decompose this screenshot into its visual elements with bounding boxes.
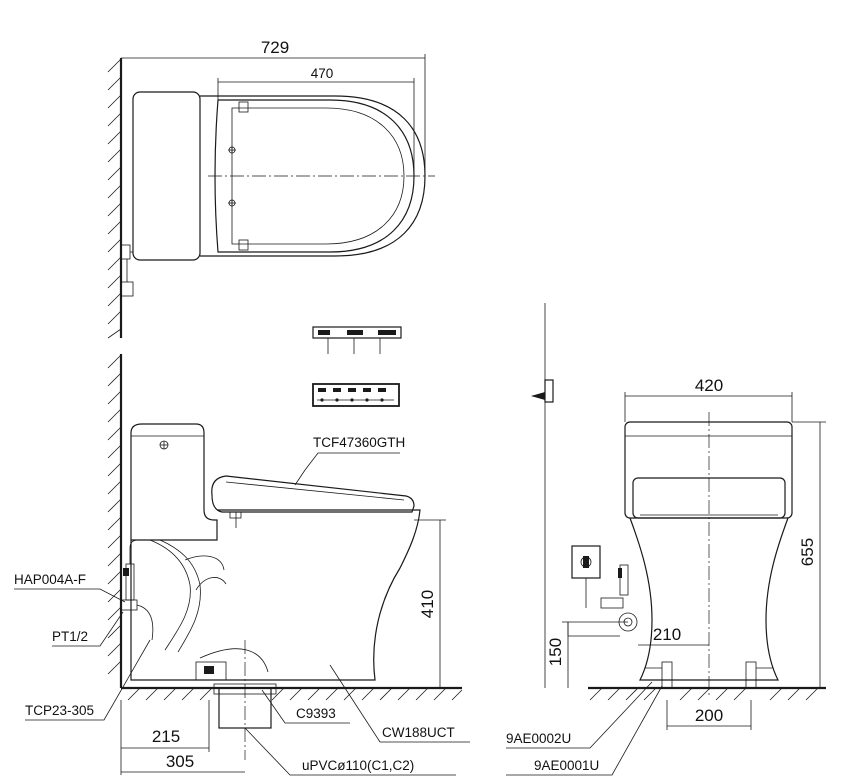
label-pipe: uPVCø110(C1,C2) xyxy=(302,758,414,773)
side-floor-hatch xyxy=(127,687,463,701)
label-bolt-a: 9AE0002U xyxy=(506,731,571,746)
dim-420: 420 xyxy=(695,376,723,395)
front-bolt-right xyxy=(745,661,757,689)
front-view: 420 655 150 210 200 9AE0002U 9AE0001U xyxy=(506,303,826,776)
dim-729: 729 xyxy=(261,38,289,57)
top-view: 729 470 xyxy=(107,38,435,354)
label-hose: TCP23-305 xyxy=(25,703,94,718)
dim-215: 215 xyxy=(152,727,180,746)
side-wall-hatch xyxy=(107,354,122,675)
label-seat: TCF47360GTH xyxy=(313,435,405,450)
top-wall-hatch xyxy=(107,58,122,339)
label-bowl: CW188UCT xyxy=(382,725,455,740)
dim-150: 150 xyxy=(546,638,565,666)
floor-flange xyxy=(195,661,227,681)
side-bowl xyxy=(130,509,421,681)
label-valve: HAP004A-F xyxy=(14,572,86,587)
dim-200: 200 xyxy=(695,706,723,725)
label-thread: PT1/2 xyxy=(52,629,88,644)
side-view: 410 215 305 TCF47360GTH HAP004A-F PT1/2 … xyxy=(14,354,470,776)
remote-side xyxy=(312,326,402,354)
remote-front xyxy=(312,383,400,407)
dim-210: 210 xyxy=(653,625,681,644)
dim-305: 305 xyxy=(166,752,194,771)
label-bolt-b: 9AE0001U xyxy=(534,758,599,773)
front-floor-hatch xyxy=(589,687,819,701)
side-seat xyxy=(211,475,415,513)
label-flange: C9393 xyxy=(296,706,336,721)
dim-410: 410 xyxy=(418,590,437,618)
top-seat-inner xyxy=(231,107,405,245)
top-tank xyxy=(132,91,201,261)
side-tank xyxy=(130,423,218,541)
dim-655: 655 xyxy=(798,538,817,566)
dim-470: 470 xyxy=(311,66,334,81)
front-bolt-left xyxy=(661,661,673,689)
